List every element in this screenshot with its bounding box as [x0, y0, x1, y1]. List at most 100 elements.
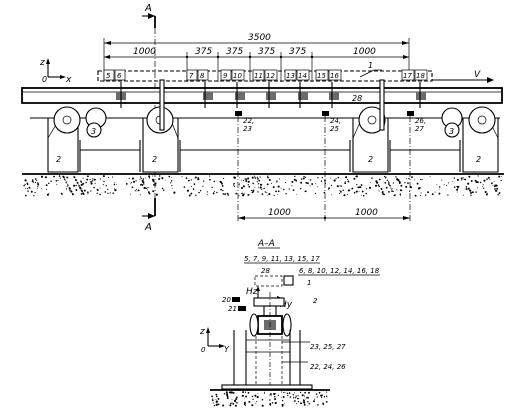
- sensor-21-label: 21: [228, 305, 237, 313]
- soil-dot: [234, 404, 237, 407]
- soil-dot: [213, 180, 216, 183]
- soil-dot: [456, 178, 459, 181]
- soil-dot: [392, 182, 395, 184]
- soil-dot: [276, 180, 278, 183]
- soil-dot: [324, 179, 326, 182]
- soil-dot: [96, 188, 98, 191]
- soil-dot: [33, 195, 35, 197]
- soil-dot: [297, 400, 300, 403]
- soil-dot: [181, 176, 183, 178]
- soil-dot: [355, 190, 358, 193]
- soil-dot: [233, 176, 236, 179]
- soil-dot: [40, 188, 42, 190]
- soil-dot: [261, 404, 264, 407]
- soil-dot: [347, 178, 349, 180]
- sensor-20-label: 20: [222, 296, 231, 304]
- soil-dot: [301, 394, 304, 397]
- accelerometer-label: 25: [330, 125, 339, 133]
- soil-dot: [242, 180, 244, 182]
- soil-dot: [109, 192, 111, 194]
- soil-dot: [241, 394, 244, 397]
- soil-dot: [413, 179, 415, 181]
- soil-dot: [240, 179, 242, 181]
- soil-dot: [88, 178, 90, 180]
- soil-dot: [288, 392, 291, 394]
- soil-dot: [475, 191, 477, 193]
- soil-dot: [477, 175, 479, 177]
- soil-dot: [257, 393, 259, 394]
- sensor-pair-6: 15 16: [315, 69, 342, 108]
- soil-dot: [492, 184, 494, 186]
- soil-dot: [409, 186, 413, 189]
- soil-dot: [107, 188, 109, 191]
- soil-dot: [66, 176, 69, 179]
- soil-dot: [390, 187, 392, 189]
- soil-dot: [170, 180, 173, 182]
- soil-dot: [446, 184, 448, 186]
- soil-dot: [164, 179, 166, 181]
- soil-dot: [128, 177, 130, 179]
- soil-dot: [271, 182, 273, 184]
- soil-dot: [244, 397, 245, 399]
- soil-dot: [253, 175, 256, 177]
- soil-dot: [102, 184, 104, 186]
- soil-dot: [398, 181, 401, 184]
- soil-dot: [80, 180, 82, 182]
- soil-dot: [221, 185, 224, 187]
- soil-dot: [257, 186, 259, 188]
- soil-dot: [400, 184, 403, 187]
- soil-dot: [235, 397, 238, 401]
- soil-dot: [405, 185, 408, 188]
- soil-dot: [254, 394, 257, 397]
- soil-dot: [414, 194, 417, 197]
- soil-dot: [495, 189, 498, 192]
- section-axis-origin: 0: [201, 346, 206, 354]
- section-mark-bottom: A: [142, 198, 156, 233]
- soil-dot: [25, 187, 27, 189]
- soil-dot: [378, 185, 380, 188]
- soil-dot: [280, 187, 282, 189]
- soil-dot: [188, 194, 191, 197]
- accelerometer-3: 26, 27: [407, 111, 426, 222]
- soil-dot: [242, 391, 245, 394]
- soil-dot: [57, 179, 59, 181]
- soil-dot: [320, 180, 323, 182]
- soil-dot: [34, 178, 37, 180]
- soil-dot: [254, 177, 257, 179]
- soil-dot: [255, 402, 257, 404]
- soil-dot: [262, 399, 263, 401]
- soil-dot: [293, 397, 295, 399]
- soil-dot: [273, 194, 275, 196]
- soil-dot: [83, 189, 86, 192]
- soil-dot: [130, 183, 132, 185]
- soil-dot: [139, 178, 141, 180]
- soil-dot: [183, 186, 186, 188]
- soil-dot: [115, 183, 117, 185]
- soil-dot: [259, 186, 262, 189]
- soil-dot: [302, 177, 305, 180]
- soil-dot: [281, 405, 284, 407]
- soil-dot: [93, 186, 95, 189]
- soil-dot: [259, 176, 261, 178]
- soil-dot: [468, 175, 471, 178]
- soil-dot: [441, 179, 443, 181]
- soil-dot: [107, 192, 109, 195]
- soil-dot: [44, 176, 47, 179]
- soil-dot: [229, 404, 232, 407]
- soil-dot: [335, 178, 337, 180]
- soil-dot: [291, 180, 294, 183]
- soil-dot: [75, 179, 77, 182]
- section-mark-top-label: A: [144, 3, 152, 14]
- soil-dot: [66, 185, 68, 187]
- soil-dot: [112, 192, 114, 194]
- soil-dot: [303, 175, 305, 178]
- soil-dot: [482, 185, 484, 187]
- soil-dot: [61, 193, 63, 196]
- section-axis-z: z: [199, 327, 205, 337]
- soil-dot: [309, 185, 311, 187]
- soil-dot: [303, 400, 305, 402]
- soil-dot: [277, 190, 280, 193]
- soil-dot: [273, 395, 276, 398]
- soil-dot: [317, 186, 319, 188]
- soil-dot: [241, 192, 243, 195]
